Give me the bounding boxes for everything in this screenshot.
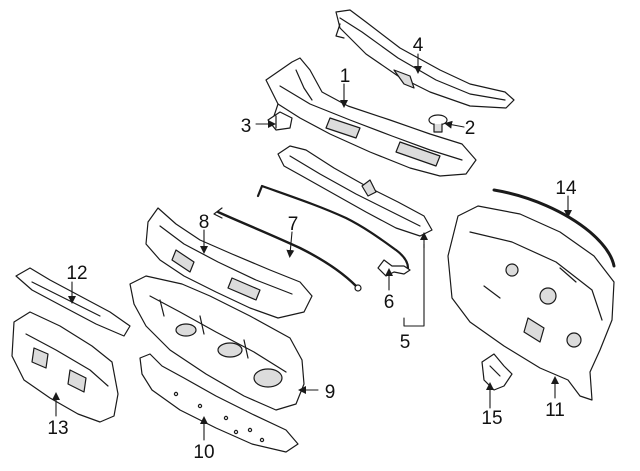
- callout-4: 4: [413, 35, 424, 56]
- callout-14: 14: [555, 178, 577, 199]
- callout-10: 10: [193, 442, 214, 463]
- callout-12: 12: [66, 263, 87, 284]
- callout-13: 13: [47, 418, 68, 439]
- callout-2: 2: [465, 118, 476, 139]
- part-13-insulator: [11, 311, 119, 423]
- callout-labels: 1 2 3 4 5 6 7 8 9 10 11 12 13 14 15: [47, 35, 577, 463]
- callout-1: 1: [340, 66, 351, 87]
- callout-7: 7: [288, 214, 299, 235]
- part-3-clip: [267, 111, 293, 131]
- part-9-dash-panel: [129, 275, 305, 411]
- callout-9: 9: [325, 382, 336, 403]
- part-2-push-pin: [428, 114, 448, 133]
- callout-6: 6: [384, 292, 395, 313]
- part-1-upper-cowl-panel: [265, 57, 477, 177]
- callout-15: 15: [481, 408, 502, 429]
- part-10-crossmember: [139, 353, 299, 453]
- part-4-cowl-seal: [335, 9, 515, 109]
- part-15-bracket: [481, 353, 513, 391]
- part-lower-cowl-tray: [277, 145, 433, 237]
- callout-5: 5: [400, 332, 411, 353]
- part-6-bracket: [377, 259, 411, 277]
- part-7-rod: [213, 207, 362, 292]
- leader-lines: [52, 53, 572, 441]
- callout-3: 3: [241, 116, 252, 137]
- part-11-firewall-insulator: [447, 205, 615, 401]
- callout-11: 11: [545, 400, 565, 421]
- part-8-reinforcement: [145, 207, 313, 319]
- part-14-seal-strip: [492, 188, 616, 268]
- part-tube: [256, 184, 410, 270]
- callout-8: 8: [199, 212, 210, 233]
